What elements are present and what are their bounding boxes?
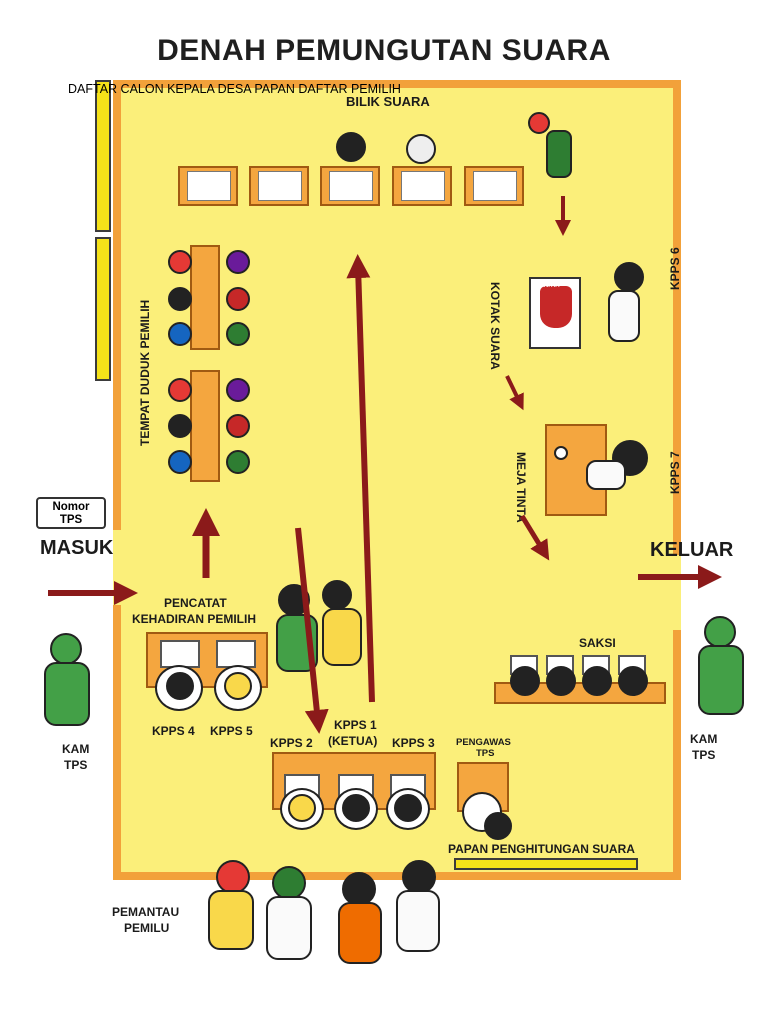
security-right-label: KAM: [690, 732, 718, 746]
supervisor-tps-label: TPS: [476, 748, 495, 759]
witness: [618, 666, 648, 696]
seated-voter: [226, 450, 250, 474]
kpps1-head: [342, 794, 370, 822]
counting-board-label: PAPAN PENGHITUNGAN SUARA: [448, 842, 635, 856]
ballot-box: [529, 277, 581, 349]
exit-label: KELUAR: [650, 539, 734, 561]
security-guard-left-body: [44, 662, 90, 726]
attendance-recorder-label-2: KEHADIRAN PEMILIH: [132, 612, 257, 626]
kpps2-label: KPPS 2: [270, 736, 313, 750]
voting-booth: [178, 166, 238, 206]
kpps2-head: [288, 794, 316, 822]
kpps6-body: [608, 290, 640, 342]
page-title: DENAH PEMUNGUTAN SUARA: [157, 34, 611, 67]
observer-body: [208, 890, 254, 950]
security-left-label: KAM: [62, 742, 90, 756]
seated-voter: [226, 414, 250, 438]
nomor-label: Nomor: [52, 501, 90, 513]
kpps3-label: KPPS 3: [392, 736, 435, 750]
seated-voter: [226, 378, 250, 402]
to-ink-arrow: [505, 375, 524, 411]
kpu-emblem-icon: [540, 286, 572, 328]
entrance-door: [113, 530, 123, 605]
kpps5-label: KPPS 5: [210, 724, 253, 738]
seated-voter: [168, 450, 192, 474]
exit-door: [671, 555, 681, 630]
kpps4-label: KPPS 4: [152, 724, 195, 738]
counting-board: [454, 858, 638, 870]
panitia-emblem-text: PANITIA: [536, 283, 560, 289]
kpps7-body: [586, 460, 626, 490]
tps-label: TPS: [59, 514, 83, 526]
witness-label: SAKSI: [579, 636, 616, 650]
voter-list-board: [95, 237, 111, 381]
witness: [582, 666, 612, 696]
tps-number-sign: Nomor TPS: [36, 497, 106, 529]
observer-body: [266, 896, 312, 960]
attendance-recorder-label-1: PENCATAT: [164, 596, 227, 610]
security-left-tps-label: TPS: [64, 758, 88, 772]
election-observer-label: PEMANTAU: [112, 905, 180, 919]
security-guard-right-body: [698, 645, 744, 715]
ink-bottle-icon: [554, 446, 568, 460]
seated-voter: [168, 414, 192, 438]
kpps1-label: KPPS 1: [334, 718, 377, 732]
security-right-tps-label: TPS: [692, 748, 716, 762]
seated-voter: [168, 322, 192, 346]
kpps3-head: [394, 794, 422, 822]
witness: [546, 666, 576, 696]
supervisor-head: [484, 812, 512, 840]
bilik-suara-label: BILIK SUARA: [346, 94, 430, 109]
observer-body: [338, 902, 382, 964]
candidate-list-board: [95, 80, 111, 232]
kpps4-head: [166, 672, 194, 700]
supervisor-label: PENGAWAS: [456, 737, 511, 748]
to-exit-path-arrow: [519, 514, 550, 561]
seated-voter: [226, 250, 250, 274]
to-booth-arrow: [346, 254, 375, 703]
seated-voter: [226, 322, 250, 346]
entrance-label: MASUK: [40, 537, 114, 559]
observer-body: [396, 890, 440, 952]
overlay-board-labels: DAFTAR CALON KEPALA DESA PAPAN DAFTAR PE…: [68, 82, 401, 96]
voter-waiting: [528, 112, 550, 134]
seated-voter: [168, 287, 192, 311]
voting-booth: [392, 166, 452, 206]
to-kpps-arrow: [295, 527, 329, 734]
kpps5-head: [224, 672, 252, 700]
seated-voter: [168, 250, 192, 274]
security-guard-left-head: [50, 633, 82, 665]
voter-wheelchair: [546, 130, 572, 178]
seated-voter: [168, 378, 192, 402]
election-observer-pemilu-label: PEMILU: [124, 921, 170, 935]
voting-booth: [249, 166, 309, 206]
seating-bench: [190, 370, 220, 482]
seated-voter: [226, 287, 250, 311]
kpps1-ketua-label: (KETUA): [328, 734, 378, 748]
voting-booth: [320, 166, 380, 206]
witness: [510, 666, 540, 696]
walking-voter-body: [322, 608, 362, 666]
voting-booth: [464, 166, 524, 206]
voter-in-booth: [406, 134, 436, 164]
voter-in-booth: [336, 132, 366, 162]
